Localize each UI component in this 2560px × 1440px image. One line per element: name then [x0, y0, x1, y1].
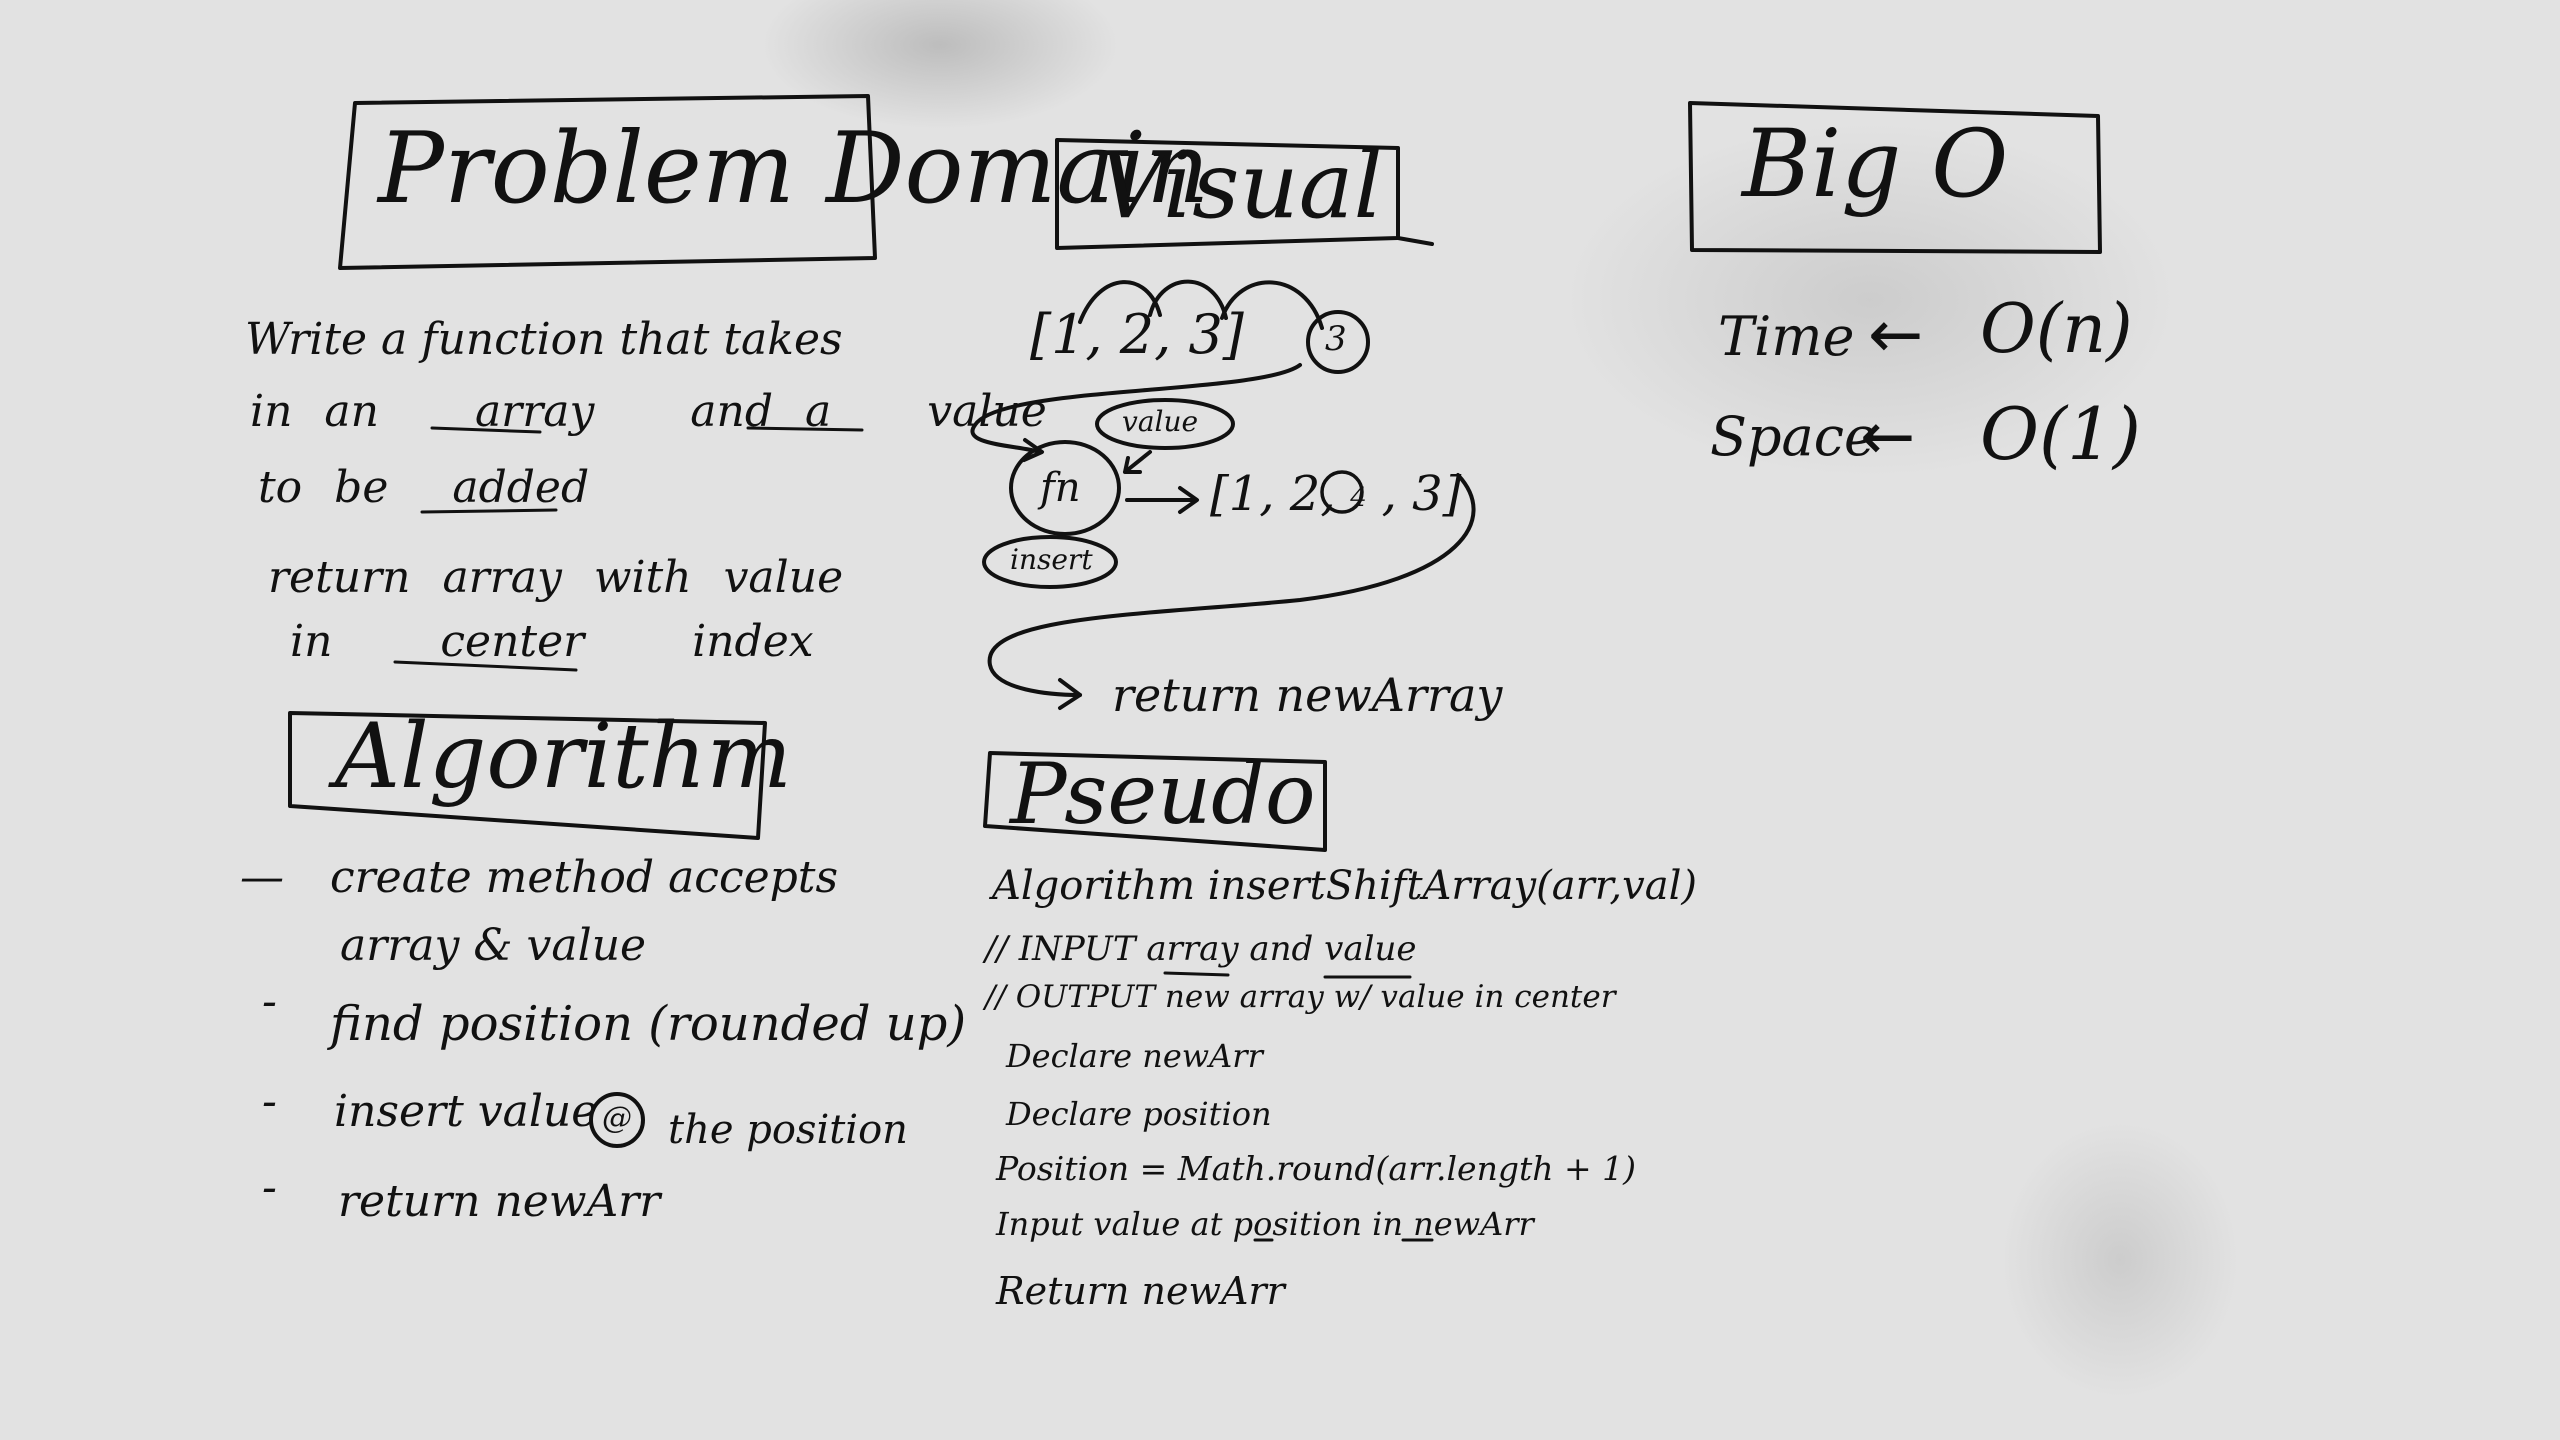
problem-domain-title: Problem Domain: [378, 112, 1210, 226]
pd-text-center: center: [440, 616, 585, 667]
pd-text-index: index: [692, 616, 814, 667]
visual-value-label: value: [1122, 405, 1199, 438]
array-to-fn-arrowhead: [1022, 438, 1044, 462]
pseudo-line-4: Declare newArr: [1006, 1037, 1263, 1075]
value-to-fn-arrow: [1123, 450, 1152, 474]
output-prefix: [1, 2,: [1210, 466, 1336, 522]
value-ellipse: [1095, 398, 1235, 450]
problem-domain-box: [338, 94, 877, 270]
visual-return-text: return newArray: [1112, 668, 1503, 722]
big-o-space-arrow: ←: [1860, 398, 1916, 475]
pseudo-line-2: // INPUT array and value: [985, 929, 1417, 969]
algorithm-step-4: return newArr: [338, 1176, 661, 1227]
algorithm-bullet-1: —: [240, 852, 284, 903]
algorithm-step-2: find position (rounded up): [330, 996, 967, 1052]
underline-added: [420, 508, 558, 514]
algorithm-step-1b: array & value: [340, 920, 647, 971]
fn-circle: [1009, 440, 1121, 536]
output-suffix: , 3]: [1381, 466, 1462, 522]
pd-text-and-a: and a: [690, 386, 832, 437]
insert-ellipse: [982, 535, 1118, 589]
pd-text-return: return array with value: [268, 552, 844, 603]
pd-text-added: added: [452, 462, 590, 513]
visual-insert-label: insert: [1010, 543, 1093, 576]
at-circle: [589, 1092, 645, 1148]
problem-domain-line-5: in center index: [290, 620, 814, 664]
algorithm-bullet-2: -: [262, 976, 277, 1027]
problem-domain-line-1: Write a function that takes: [245, 318, 843, 362]
fn-to-output-arrow: [1125, 486, 1199, 514]
algorithm-bullet-4: -: [262, 1162, 277, 1213]
inserted-value-circle: [1320, 470, 1364, 514]
big-o-space-label: Space: [1710, 405, 1876, 468]
pseudo-line-5: Declare position: [1006, 1095, 1272, 1133]
pseudo-line-3: // OUTPUT new array w/ value in center: [985, 979, 1616, 1015]
pd-text-array: array: [474, 386, 595, 437]
algorithm-step-1: create method accepts: [330, 852, 839, 903]
pseudo-line-6: Position = Math.round(arr.length + 1): [996, 1149, 1636, 1188]
visual-input-array: [1, 2, 3]: [1030, 303, 1244, 366]
algorithm-bullet-3: -: [262, 1076, 277, 1127]
output-to-return-arrowhead: [1058, 678, 1082, 710]
pd-text-in-an: in an: [250, 386, 379, 437]
pd-text-to-be: to be: [258, 462, 389, 513]
pseudo-line-7: Input value at position in newArr: [996, 1205, 1534, 1243]
pseudo-line-1: Algorithm insertShiftArray(arr,val): [992, 863, 1697, 909]
input-value-circle: [1306, 310, 1370, 374]
big-o-title: Big O: [1742, 110, 2009, 219]
big-o-box: [1688, 101, 2102, 254]
array-to-fn-arrow: [970, 363, 1302, 454]
arc-2: [1148, 279, 1228, 320]
big-o-time-value: O(n): [1980, 290, 2133, 369]
pd-text-1: Write a function that takes: [245, 314, 843, 365]
pd-text-in: in: [290, 616, 333, 667]
algorithm-step-3-at: @: [602, 1101, 632, 1136]
algorithm-box: [288, 711, 767, 840]
big-o-space-value: O(1): [1980, 392, 2142, 476]
algorithm-step-3b: the position: [668, 1107, 908, 1153]
underline-center: [393, 660, 578, 672]
underline-value: [746, 426, 864, 432]
output-to-return-arrow: [987, 473, 1476, 697]
pd-text-value: value: [927, 386, 1047, 437]
visual-input-value: 3: [1325, 319, 1347, 359]
visual-output-array: [1, 2,4, 3]: [1210, 470, 1461, 518]
underline-pseudo-array: [1163, 971, 1230, 977]
underline-array: [430, 426, 542, 434]
big-o-time-arrow: ←: [1868, 296, 1924, 373]
problem-domain-line-4: return array with value: [268, 556, 843, 600]
pseudo-title: Pseudo: [1010, 745, 1316, 843]
visual-title: Visual: [1098, 132, 1383, 239]
pseudo-box: [983, 751, 1327, 852]
visual-box: [1055, 138, 1434, 250]
output-circled-value: 4: [1350, 482, 1367, 513]
arc-3: [1220, 280, 1324, 330]
algorithm-step-3: insert value: [334, 1086, 598, 1137]
problem-domain-line-2: in an array and a value: [250, 390, 1047, 434]
algorithm-title: Algorithm: [335, 704, 792, 809]
problem-domain-line-3: to be added: [258, 466, 589, 510]
big-o-time-label: Time: [1718, 305, 1855, 368]
pseudo-line-8: Return newArr: [996, 1269, 1285, 1313]
visual-fn-label: fn: [1040, 465, 1081, 511]
